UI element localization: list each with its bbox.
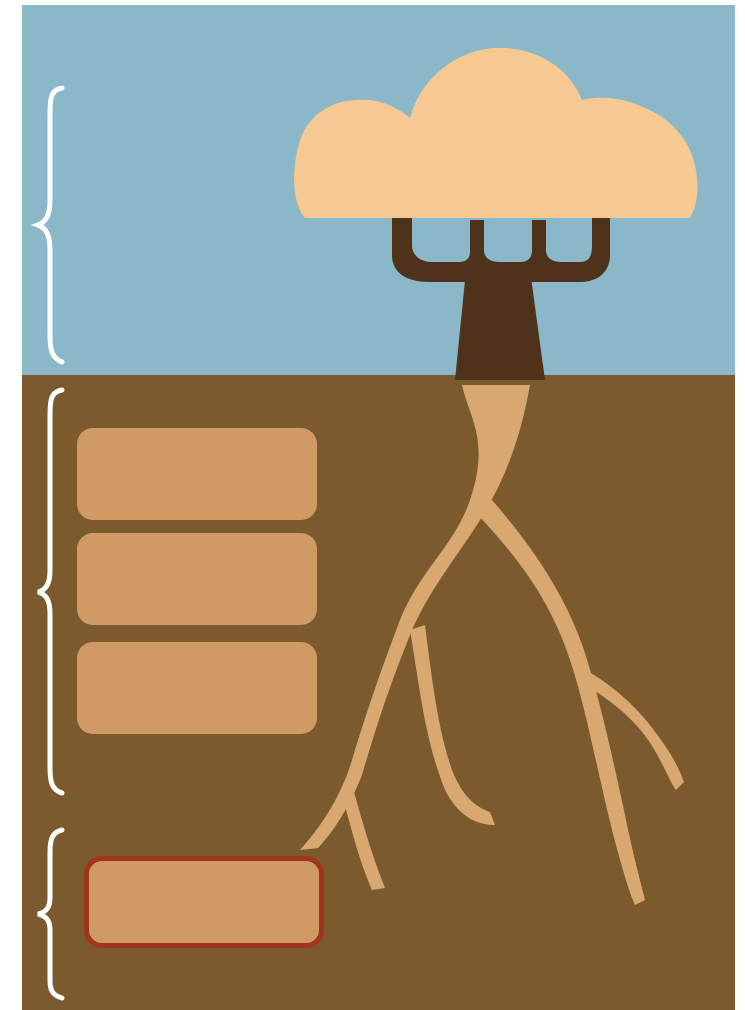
- brace-below-ground: [38, 390, 62, 793]
- trunk-body: [455, 270, 545, 380]
- root-system: [300, 385, 684, 905]
- trunk: [392, 215, 610, 380]
- brace-above-ground: [38, 88, 62, 362]
- trunk-branches: [392, 215, 610, 282]
- section-braces: [38, 88, 62, 998]
- info-box-3: [77, 642, 317, 734]
- tree-canopy: [294, 48, 697, 218]
- info-box-1: [77, 428, 317, 520]
- root-branch-left-small: [340, 785, 385, 890]
- root-branch-middle: [410, 625, 495, 825]
- info-box-2: [77, 533, 317, 625]
- info-box-highlighted: [84, 856, 324, 948]
- main-root: [300, 385, 530, 850]
- brace-deep-soil: [38, 830, 62, 998]
